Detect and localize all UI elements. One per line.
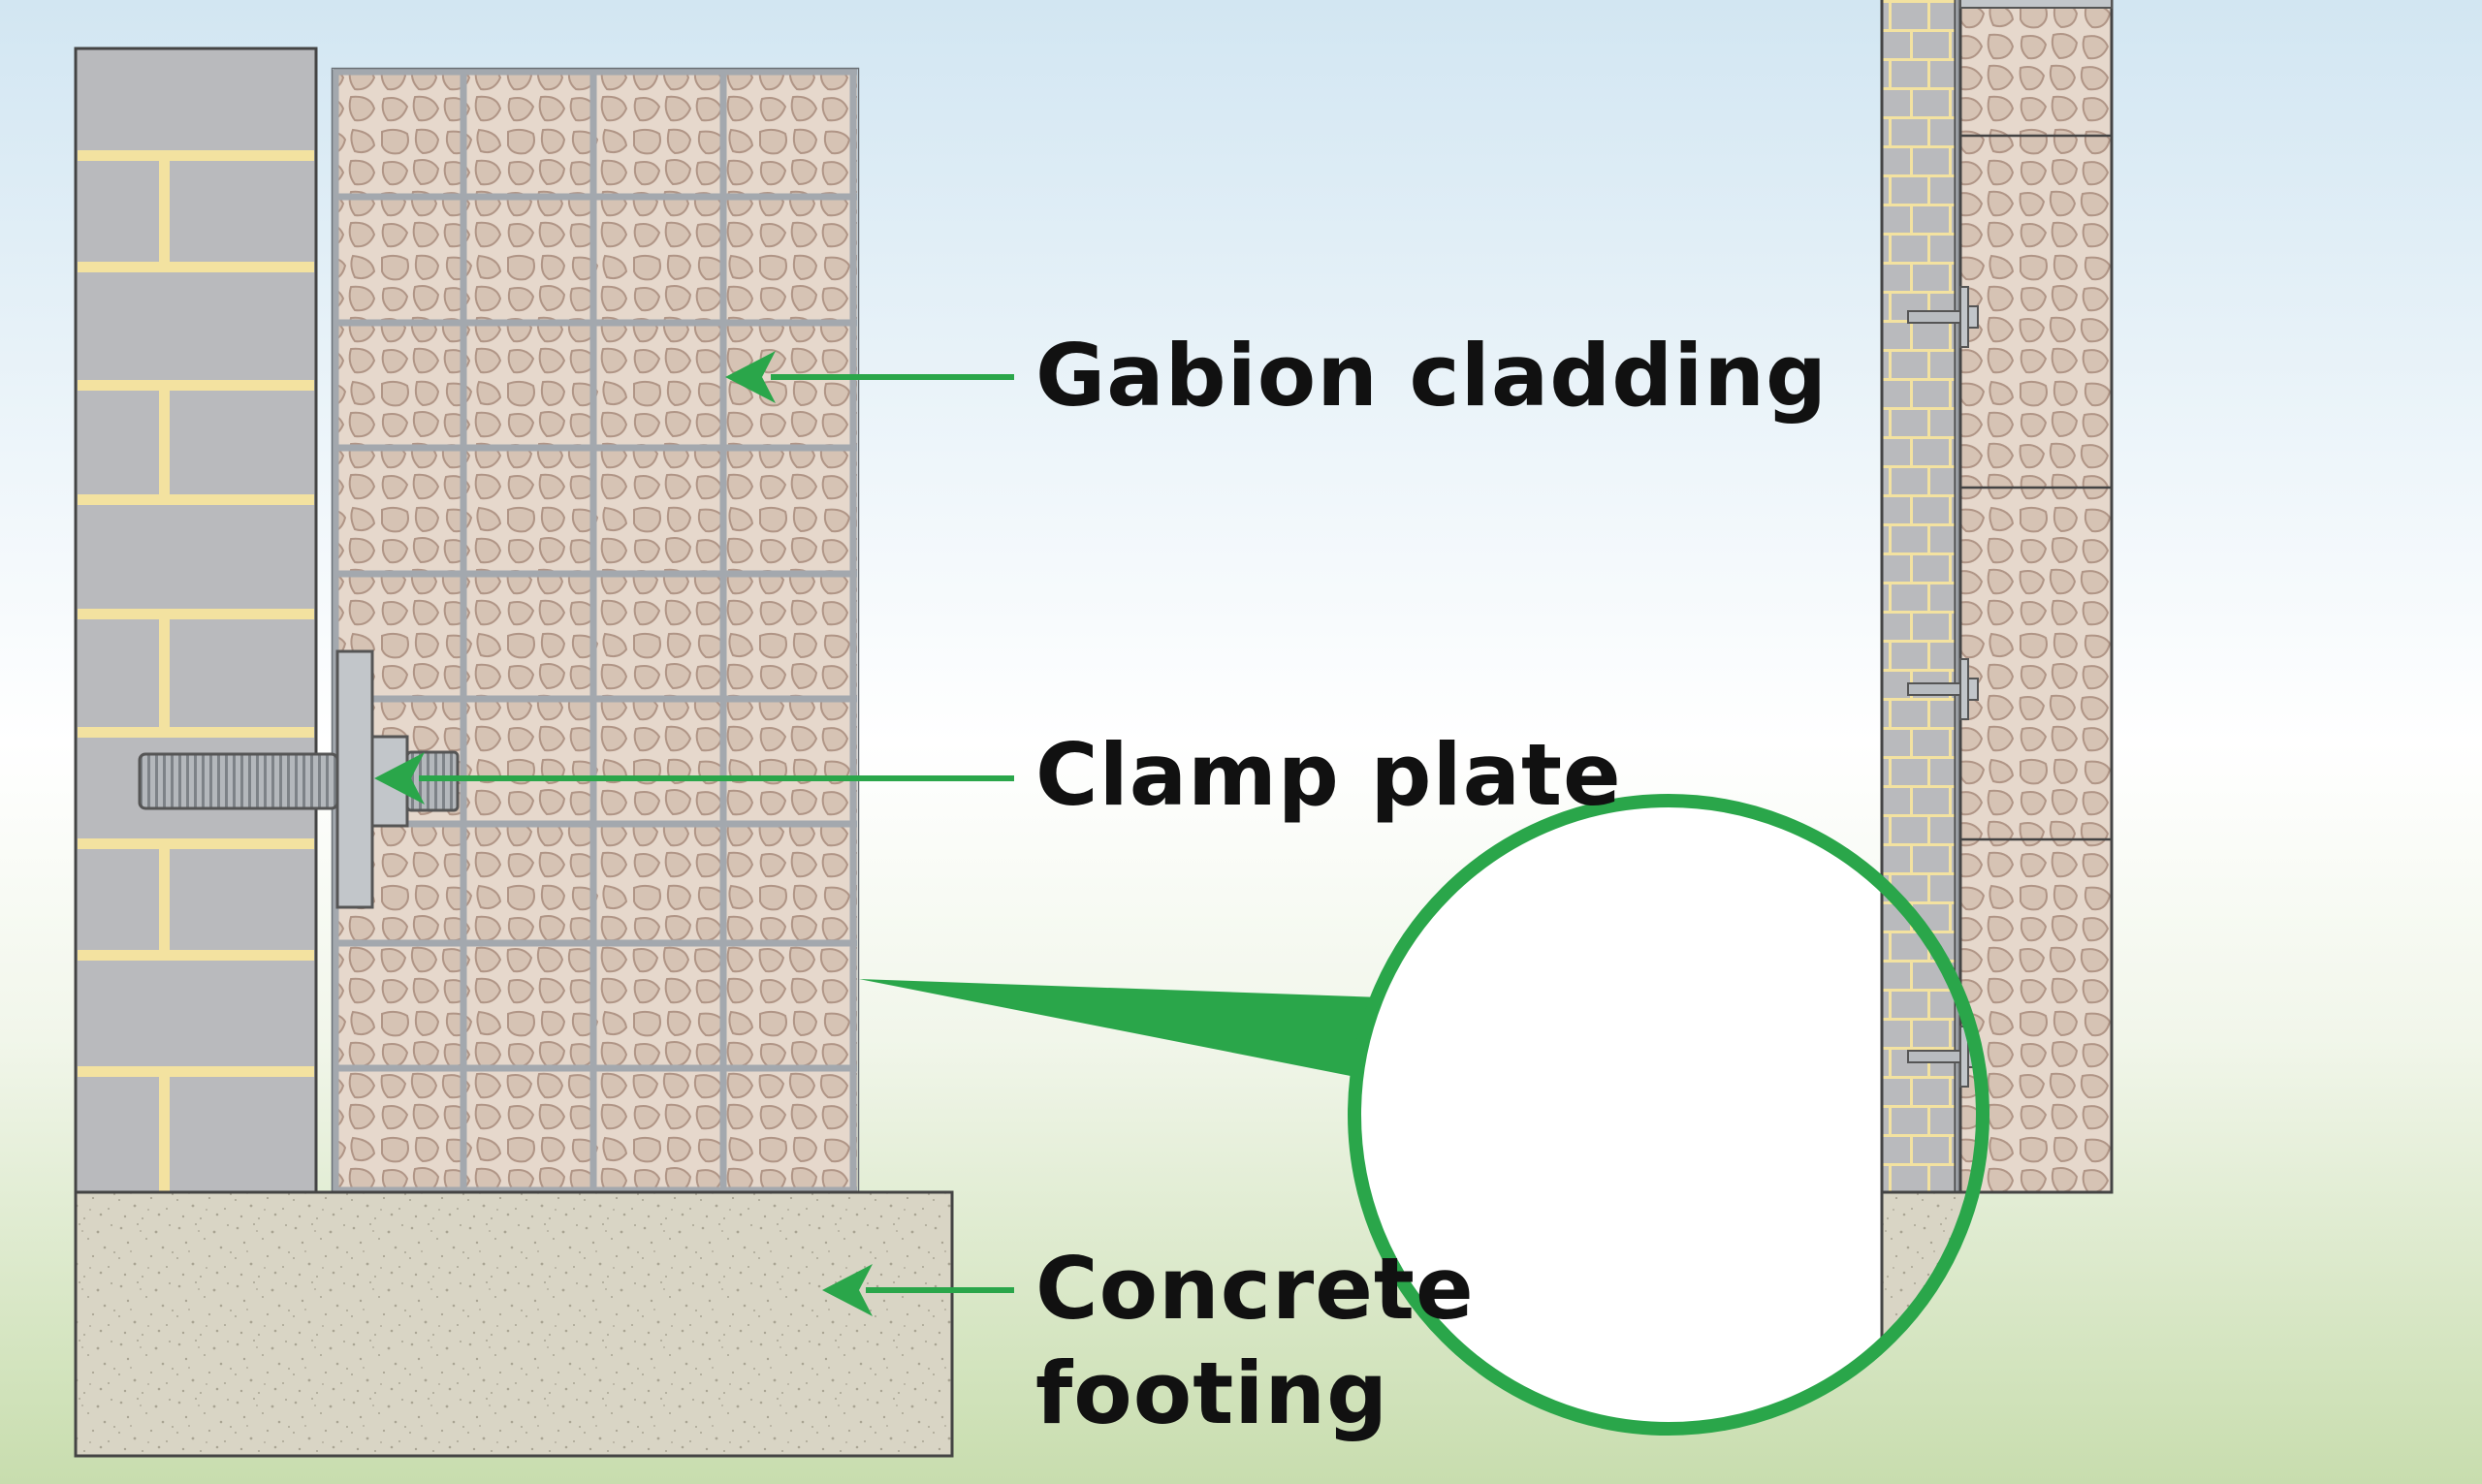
clamp-plate-label: Clamp plate [1035,725,1622,825]
concrete-footing [74,1190,954,1458]
concrete-footing-label: Concrete footing [1035,1237,1475,1446]
section-bolt [1907,286,1979,348]
concrete-footing-label-line2: footing [1035,1343,1389,1443]
section-bolt [1907,658,1979,720]
gabion-basket [331,67,860,1195]
clamp-bolt-assembly [138,649,460,909]
gabion-cladding-leader [725,351,1014,403]
concrete-footing-label-line1: Concrete [1035,1239,1475,1339]
concrete-footing-leader [822,1264,1014,1316]
block-wall [74,47,318,1194]
clamp-plate-leader [374,752,1014,805]
gabion-cladding-label: Gabion cladding [1035,326,1829,426]
